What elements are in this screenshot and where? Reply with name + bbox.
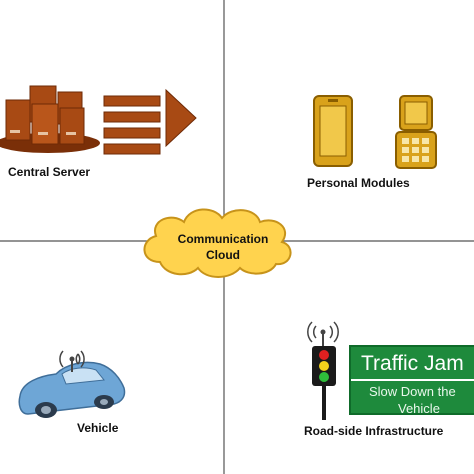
central-server-label: Central Server bbox=[8, 165, 91, 179]
sign-line1: Slow Down the bbox=[369, 384, 456, 399]
server-rack-icon bbox=[0, 85, 197, 155]
personal-modules-label: Personal Modules bbox=[307, 176, 410, 190]
cloud-label: Communication Cloud bbox=[153, 231, 293, 263]
traffic-light-icon bbox=[307, 321, 339, 420]
cloud-label-line2: Cloud bbox=[206, 248, 240, 262]
sign-line2: Vehicle bbox=[398, 401, 440, 415]
cloud-label-line1: Communication bbox=[177, 232, 269, 246]
wireless-signal-icon bbox=[59, 350, 85, 372]
vehicle-label: Vehicle bbox=[77, 421, 119, 435]
cloud-icon bbox=[143, 208, 292, 278]
roadside-label: Road-side Infrastructure bbox=[304, 424, 444, 438]
flip-phone-icon bbox=[395, 95, 437, 169]
sign-title: Traffic Jam bbox=[361, 352, 464, 375]
traffic-jam-sign: Traffic Jam Slow Down the Vehicle bbox=[349, 345, 474, 415]
sign-divider bbox=[351, 379, 474, 381]
mobile-phone-icon bbox=[313, 95, 353, 167]
